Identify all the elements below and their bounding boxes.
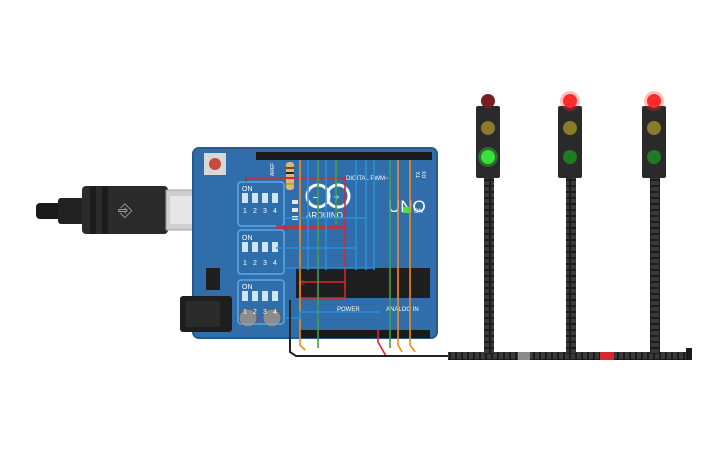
- traffic-light-2-yellow-led: [563, 121, 577, 135]
- usb-icon: ⎆: [118, 200, 133, 221]
- traffic-light-1[interactable]: [476, 94, 500, 354]
- svg-text:3: 3: [263, 309, 267, 316]
- wire-orange-1[interactable]: [299, 160, 306, 351]
- dip-on-label: ON: [242, 284, 253, 291]
- wire-orange-2[interactable]: [409, 160, 416, 353]
- digital-header: [256, 152, 432, 160]
- dip-on-label: ON: [242, 186, 253, 193]
- ground-rail: [448, 348, 692, 360]
- traffic-light-2-green-led: [563, 150, 577, 164]
- traffic-light-1-red-led: [481, 94, 495, 108]
- rx-label: RX: [422, 170, 428, 178]
- wire-red-4[interactable]: [377, 330, 387, 357]
- wire-red-1[interactable]: [245, 177, 346, 227]
- traffic-light-2-red-led: [563, 94, 577, 108]
- svg-text:2: 2: [253, 309, 257, 316]
- dip-switch-1[interactable]: ON 1 2 3 4: [237, 181, 285, 227]
- arduino-wordmark: ARDUINO: [306, 211, 343, 220]
- svg-text:–: –: [313, 192, 318, 202]
- traffic-light-3[interactable]: [642, 91, 666, 354]
- svg-text:1: 1: [243, 309, 247, 316]
- wire-red-2[interactable]: [276, 227, 346, 299]
- resistor[interactable]: [286, 162, 294, 190]
- traffic-light-1-yellow-led: [481, 121, 495, 135]
- svg-text:4: 4: [273, 309, 277, 316]
- svg-text:2: 2: [253, 208, 257, 215]
- wire-blue-8[interactable]: [284, 311, 380, 319]
- svg-text:1: 1: [243, 208, 247, 215]
- dip-on-label: ON: [242, 235, 253, 242]
- svg-text:4: 4: [273, 260, 277, 267]
- tx-label: TX: [416, 171, 422, 178]
- svg-text:1: 1: [243, 260, 247, 267]
- traffic-light-2[interactable]: [558, 91, 582, 354]
- traffic-light-3-yellow-led: [647, 121, 661, 135]
- power-analog-header: [300, 330, 430, 338]
- svg-text:3: 3: [263, 208, 267, 215]
- traffic-light-3-green-led: [647, 150, 661, 164]
- digital-label: DIGITAL PWM~: [346, 176, 389, 182]
- dip-switch-2[interactable]: ON 1 2 3 4: [237, 229, 285, 275]
- dip-switch-3[interactable]: ON 1 2 3 4: [237, 279, 285, 325]
- svg-text:4: 4: [273, 208, 277, 215]
- traffic-light-3-red-led: [647, 94, 661, 108]
- svg-text:3: 3: [263, 260, 267, 267]
- power-label: POWER: [337, 307, 360, 313]
- traffic-light-1-green-led: [481, 150, 495, 164]
- svg-text:2: 2: [253, 260, 257, 267]
- aref-label: AREF: [270, 163, 276, 176]
- usb-cable: ⎆: [36, 186, 207, 234]
- wires[interactable]: [245, 160, 448, 357]
- wire-black-ground[interactable]: [289, 300, 448, 357]
- wire-orange-3[interactable]: [397, 160, 403, 353]
- power-led: [403, 207, 411, 213]
- analog-label: ANALOG IN: [386, 307, 419, 313]
- on-led-label: ON: [414, 209, 423, 215]
